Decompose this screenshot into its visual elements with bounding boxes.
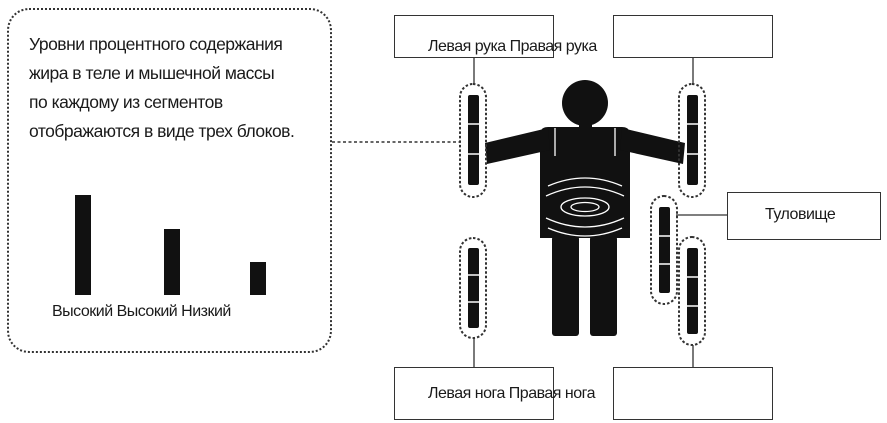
left-leg-label-box [394,367,554,420]
figure-left-arm [485,128,550,164]
info-line-1: Уровни процентного содержания [29,34,283,54]
right-arm-indicator-outline [678,83,706,198]
figure-right-arm [620,128,685,164]
left-leg-indicator-outline [459,237,487,339]
info-line-3: по каждому из сегментов [29,92,223,112]
arm-segment-labels: Левая рука Правая рука [428,38,597,55]
right-leg-label-box [613,367,773,420]
level-block-labels: Высокий Высокий Низкий [52,303,231,320]
figure-right-leg [590,236,617,336]
right-arm-label-box [613,15,773,58]
left-arm-indicator-outline [459,83,487,198]
figure-head [562,80,608,126]
left-arm-label-box [394,15,554,58]
level-block-high [75,195,91,295]
info-line-2: жира в теле и мышечной массы [29,63,275,83]
figure-segment-marks [545,128,625,330]
info-line-4: отображаются в виде трех блоков. [29,121,295,141]
right-arm-indicator-bar [687,95,698,185]
segment-info-text: Уровни процентного содержания жира в тел… [29,30,329,146]
segment-info-panel: Уровни процентного содержания жира в тел… [7,8,332,353]
trunk-indicator-outline [650,195,678,305]
level-block-medium [164,229,180,295]
right-leg-indicator-outline [678,236,706,346]
left-leg-indicator-bar [468,248,479,328]
trunk-label-box [727,192,881,240]
leg-segment-labels: Левая нога Правая нога [428,385,596,402]
right-leg-indicator-bar [687,248,698,334]
level-block-low [250,262,266,295]
figure-neck [579,120,592,130]
trunk-segment-label: Туловище [765,206,836,223]
left-arm-indicator-bar [468,95,479,185]
figure-left-leg [552,236,579,336]
trunk-indicator-bar [659,207,670,293]
